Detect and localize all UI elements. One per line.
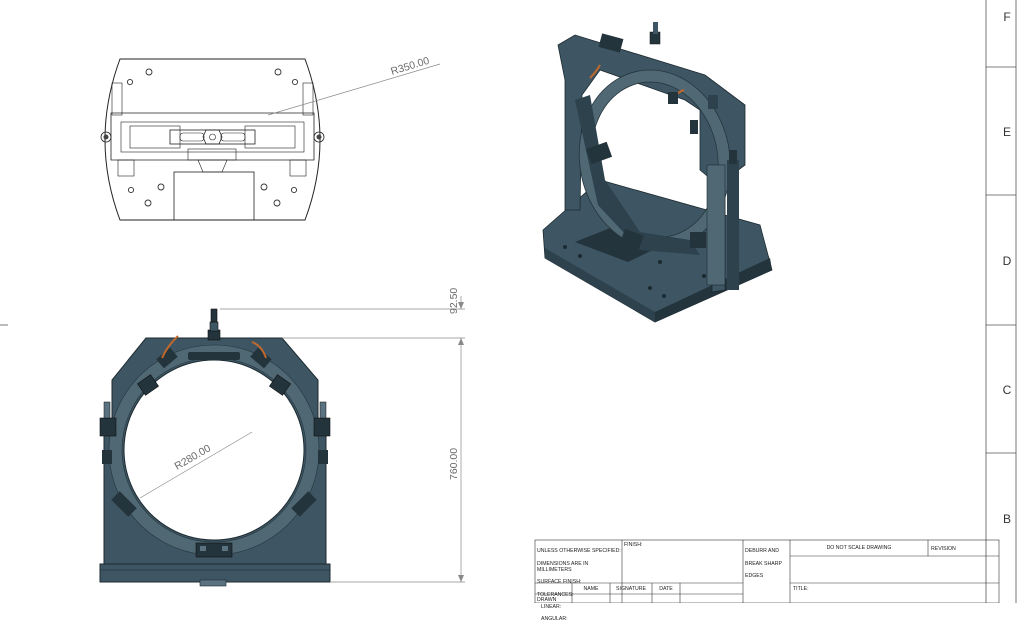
height-dimensions: [220, 296, 465, 583]
note-line: ANGULAR:: [541, 616, 568, 623]
drawn-label: DRAWN: [537, 597, 557, 603]
isometric-view: [542, 22, 773, 323]
finish-label: FINISH:: [624, 542, 643, 548]
zone-label-f: F: [1003, 10, 1011, 24]
deburr-line: BREAK SHARP: [745, 560, 782, 567]
zone-label-e: E: [1002, 125, 1011, 139]
deburr-line: DEBURR AND: [745, 548, 780, 555]
do-not-scale-note: DO NOT SCALE DRAWING: [826, 545, 892, 551]
radius-350-label: R350.00: [389, 55, 431, 78]
date-column-header: DATE: [659, 586, 673, 592]
zone-label-d: D: [1002, 254, 1012, 268]
revision-label: REVISION: [931, 546, 956, 552]
zone-label-b: B: [1002, 512, 1011, 526]
dimension-760-label: 760.00: [448, 448, 460, 480]
note-line: LINEAR:: [541, 604, 562, 611]
zone-label-c: C: [1002, 383, 1012, 397]
note-line: SURFACE FINISH:: [537, 579, 582, 586]
deburr-line: EDGES: [745, 573, 764, 580]
note-line: DIMENSIONS ARE IN MILLIMETERS: [537, 560, 589, 573]
note-line: TOLERANCES:: [537, 591, 574, 598]
drawing-sheet: R350.00 R280.00: [0, 0, 1017, 603]
deburr-note: DEBURR AND BREAK SHARP EDGES: [745, 542, 789, 585]
sheet-border: [0, 0, 1017, 603]
name-column-header: NAME: [583, 586, 599, 592]
title-label: TITLE:: [793, 586, 809, 592]
radius-280-label: R280.00: [173, 442, 214, 472]
top-view: [100, 58, 325, 221]
note-line: UNLESS OTHERWISE SPECIFIED:: [537, 548, 621, 555]
signature-column-header: SIGNATURE: [616, 586, 646, 592]
title-block: [534, 539, 1000, 603]
front-view-radius-dimension: R280.00: [139, 431, 253, 499]
front-view: [99, 308, 331, 587]
dimension-92-50-label: 92.50: [448, 288, 460, 314]
